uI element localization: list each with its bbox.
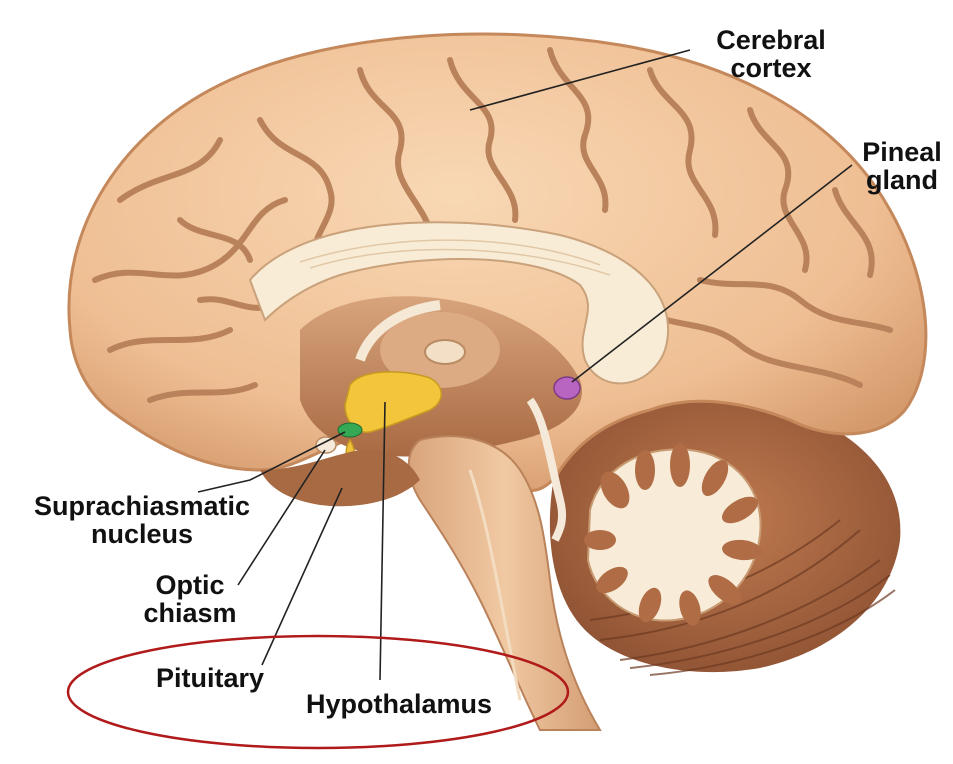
label-pineal-gland-line1: Pineal [852, 138, 952, 166]
label-optic-chiasm-line2: chiasm [120, 599, 260, 627]
cerebellum [550, 395, 901, 675]
pineal-gland [554, 377, 580, 399]
label-pineal-gland: Pineal gland [852, 138, 952, 194]
label-pituitary: Pituitary [156, 664, 264, 692]
label-cerebral-cortex-line1: Cerebral [696, 26, 846, 54]
label-hypothalamus: Hypothalamus [306, 690, 492, 718]
label-suprachiasmatic-line1: Suprachiasmatic [8, 492, 276, 520]
interthalamic-adhesion [425, 340, 465, 364]
label-cerebral-cortex-line2: cortex [696, 54, 846, 82]
label-pineal-gland-line2: gland [852, 166, 952, 194]
suprachiasmatic-nucleus [338, 423, 362, 437]
label-suprachiasmatic-line2: nucleus [8, 520, 276, 548]
label-suprachiasmatic-nucleus: Suprachiasmatic nucleus [8, 492, 276, 548]
label-cerebral-cortex: Cerebral cortex [696, 26, 846, 82]
diencephalon [260, 296, 600, 730]
label-optic-chiasm-line1: Optic [120, 571, 260, 599]
label-optic-chiasm: Optic chiasm [120, 571, 260, 627]
